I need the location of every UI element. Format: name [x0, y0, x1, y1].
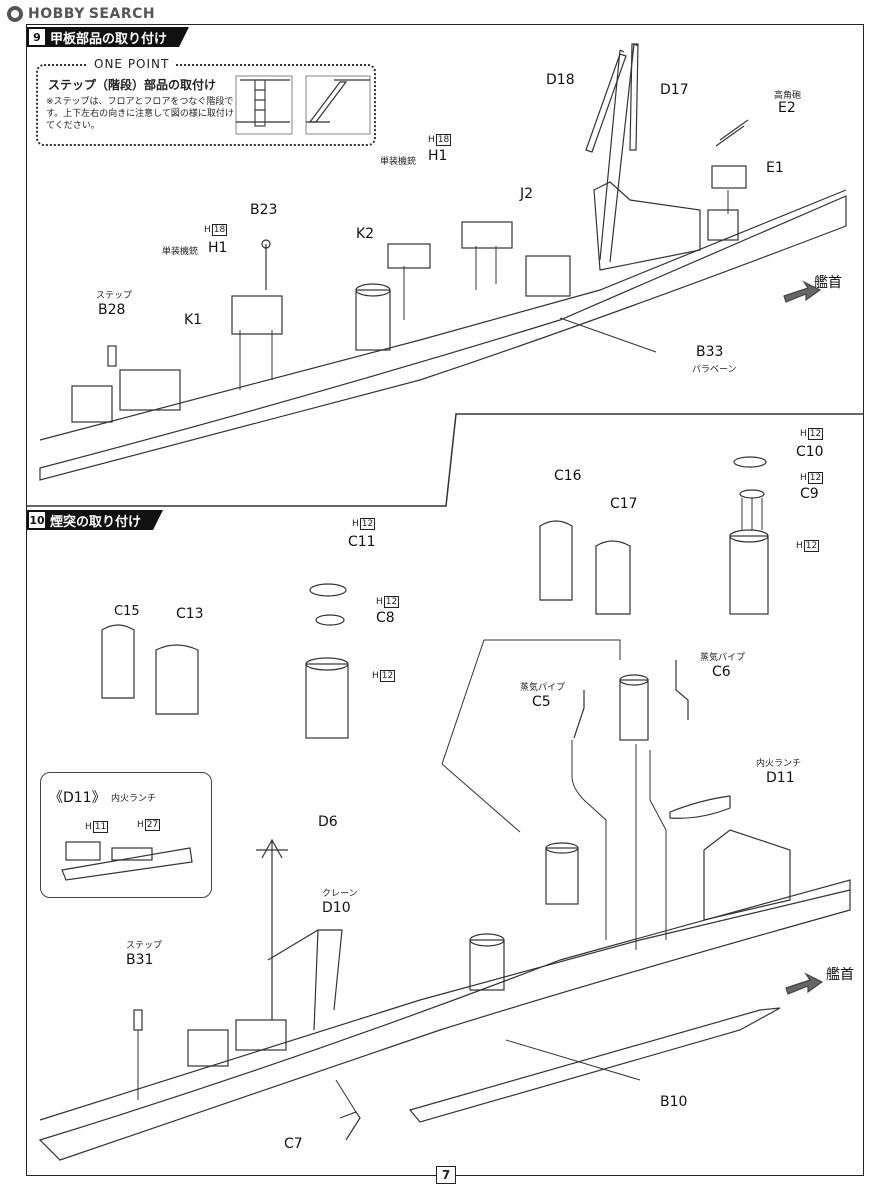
- part-label-c13: C13: [176, 606, 204, 622]
- code-number: 18: [435, 134, 452, 146]
- code-number: 11: [92, 821, 109, 833]
- one-point-label: ONE POINT: [88, 57, 176, 71]
- part-label-c8: C8: [376, 610, 395, 626]
- part-label-b28: B28: [98, 302, 126, 318]
- code-number: 12: [807, 428, 824, 440]
- site-header: HOBBY SEARCH: [6, 4, 155, 24]
- part-label-b31: B31: [126, 952, 154, 968]
- part-label-c15: C15: [114, 604, 140, 619]
- part-label-c9: C9: [800, 486, 819, 502]
- part-label-d18: D18: [546, 72, 575, 88]
- one-point-text: ※ステップは、フロアとフロアをつなぐ階段です。上下左右の向きに注意して図の様に取…: [46, 97, 234, 131]
- section-9-title: 9 甲板部品の取り付け: [27, 27, 190, 47]
- code-number: 18: [211, 224, 228, 236]
- part-label-c5: C5: [532, 694, 551, 710]
- part-label-c16: C16: [554, 468, 582, 484]
- part-sub-d11: 内火ランチ: [756, 759, 802, 769]
- part-sub-h1b: 単装機銃: [380, 157, 417, 167]
- code-letter: H: [800, 473, 807, 483]
- code-letter: H: [800, 429, 807, 439]
- part-label-e2: E2: [778, 100, 796, 116]
- part-label-b23: B23: [250, 202, 278, 218]
- section-10-title: 10 煙突の取り付け: [27, 510, 164, 530]
- part-sub-b33: パラベーン: [692, 365, 737, 375]
- code-number: 12: [803, 540, 820, 552]
- part-label-h1b: H1: [428, 148, 448, 164]
- d11-detail-sub: 内火ランチ: [111, 794, 157, 804]
- part-label-d10: D10: [322, 900, 351, 916]
- part-sub-d10: クレーン: [322, 889, 358, 899]
- code-letter: H: [796, 541, 803, 551]
- code-number: 12: [379, 670, 396, 682]
- section-10-number: 10: [29, 512, 45, 528]
- part-sub-h1a: 単装機銃: [162, 247, 199, 257]
- part-sub-c6: 蒸気パイプ: [700, 653, 746, 663]
- part-sub-b28: ステップ: [96, 291, 133, 301]
- part-sub-b31: ステップ: [126, 941, 163, 951]
- part-label-e1: E1: [766, 160, 784, 176]
- code-number: 12: [359, 518, 376, 530]
- part-label-b10: B10: [660, 1094, 688, 1110]
- d11-detail-title: 《D11》: [49, 790, 106, 806]
- part-label-k1: K1: [184, 312, 203, 328]
- one-point-heading: ステップ（階段）部品の取付け: [48, 78, 217, 92]
- part-label-c6: C6: [712, 664, 731, 680]
- part-label-j2: J2: [520, 186, 534, 202]
- hobby-search-logo-icon: [7, 6, 23, 22]
- code-letter: H: [352, 519, 359, 529]
- part-label-b33: B33: [696, 344, 724, 360]
- section-9-label: 甲板部品の取り付け: [50, 31, 168, 47]
- one-point-box: ONE POINT ステップ（階段）部品の取付け ※ステップは、フロアとフロアを…: [36, 57, 376, 146]
- part-sub-c5: 蒸気パイプ: [520, 683, 566, 693]
- part-label-h1a: H1: [208, 240, 228, 256]
- code-letter: H: [376, 597, 383, 607]
- section-9-number: 9: [29, 29, 45, 45]
- part-label-c7: C7: [284, 1136, 303, 1152]
- code-letter: H: [372, 671, 379, 681]
- code-letter: H: [137, 820, 144, 830]
- bow-label-9: 艦首: [814, 275, 842, 291]
- section-10-label: 煙突の取り付け: [50, 514, 142, 530]
- part-label-d17: D17: [660, 82, 689, 98]
- part-label-c17: C17: [610, 496, 638, 512]
- part-label-k2: K2: [356, 226, 375, 242]
- part-label-d6: D6: [318, 814, 338, 830]
- logo-text: HOBBY: [28, 6, 85, 22]
- part-label-c11: C11: [348, 534, 376, 550]
- bow-label-10: 艦首: [826, 967, 854, 983]
- code-number: 27: [144, 819, 161, 831]
- site-text: SEARCH: [88, 6, 156, 22]
- part-label-d11: D11: [766, 770, 795, 786]
- code-letter: H: [428, 135, 435, 145]
- part-label-c10: C10: [796, 444, 824, 460]
- code-letter: H: [85, 822, 92, 832]
- code-number: 12: [807, 472, 824, 484]
- page-number: 7: [436, 1166, 456, 1184]
- part-sub-e2: 高角砲: [774, 91, 802, 101]
- code-letter: H: [204, 225, 211, 235]
- code-number: 12: [383, 596, 400, 608]
